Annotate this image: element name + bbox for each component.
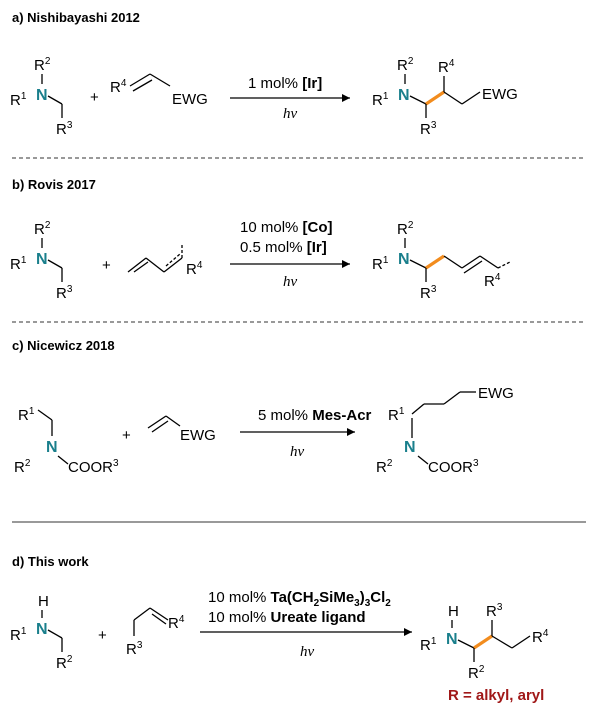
svg-text:R3: R3 <box>486 602 503 620</box>
svg-text:R2: R2 <box>397 220 414 238</box>
condition-d: hν <box>300 644 315 660</box>
condition-a: hν <box>283 106 298 122</box>
catalyst-d-line2: 10 mol% Ureate ligand <box>208 609 366 626</box>
product-c: R1 EWG N R2 COOR3 <box>376 385 514 476</box>
svg-text:H: H <box>38 593 49 610</box>
svg-text:R3: R3 <box>56 120 73 138</box>
svg-text:R2: R2 <box>56 654 73 672</box>
product-b: R2 R1 N R3 R4 <box>372 220 511 302</box>
nitrogen-atom: N <box>36 87 48 104</box>
svg-text:N: N <box>46 439 58 456</box>
alkene-reactant-d: R4 R3 <box>126 607 185 658</box>
svg-text:COOR3: COOR3 <box>428 458 479 476</box>
section-a-title: a) Nishibayashi 2012 <box>12 10 140 25</box>
svg-text:R2: R2 <box>468 664 485 682</box>
svg-text:R3: R3 <box>126 640 143 658</box>
svg-text:R1: R1 <box>18 406 35 424</box>
svg-text:R1: R1 <box>372 255 389 273</box>
svg-text:N: N <box>398 87 410 104</box>
catalyst-a-line1: 1 mol% [Ir] <box>248 75 322 92</box>
svg-text:EWG: EWG <box>172 91 208 108</box>
svg-text:R4: R4 <box>110 78 127 96</box>
svg-text:R2: R2 <box>34 56 51 74</box>
catalyst-b-line2: 0.5 mol% [Ir] <box>240 239 327 256</box>
svg-text:+: + <box>122 427 131 444</box>
amine-reactant-a: R2 R1 N R3 <box>10 56 73 138</box>
svg-text:R2: R2 <box>14 458 31 476</box>
svg-text:N: N <box>36 251 48 268</box>
product-a: R2 R1 N R3 R4 EWG <box>372 56 518 138</box>
svg-text:+: + <box>102 257 111 274</box>
catalyst-c-line1: 5 mol% Mes-Acr <box>258 407 372 424</box>
svg-text:+: + <box>98 627 107 644</box>
section-c-title: c) Nicewicz 2018 <box>12 338 115 353</box>
svg-text:EWG: EWG <box>478 385 514 402</box>
svg-text:R4: R4 <box>484 272 501 290</box>
plus-sign: + <box>90 89 99 106</box>
svg-text:R4: R4 <box>168 614 185 632</box>
svg-text:N: N <box>398 251 410 268</box>
svg-text:N: N <box>404 439 416 456</box>
svg-text:R4: R4 <box>186 260 203 278</box>
svg-text:R1: R1 <box>10 91 27 109</box>
svg-text:R2: R2 <box>376 458 393 476</box>
svg-text:R1: R1 <box>10 255 27 273</box>
svg-text:R4: R4 <box>532 628 549 646</box>
svg-text:R1: R1 <box>372 91 389 109</box>
svg-text:N: N <box>446 631 458 648</box>
svg-text:H: H <box>448 603 459 620</box>
condition-b: hν <box>283 274 298 290</box>
svg-text:EWG: EWG <box>180 427 216 444</box>
diene-reactant-b: R4 <box>127 244 203 278</box>
catalyst-d-line1: 10 mol% Ta(CH2SiMe3)3Cl2 <box>208 589 391 609</box>
svg-text:R3: R3 <box>420 284 437 302</box>
svg-text:R2: R2 <box>34 220 51 238</box>
condition-c: hν <box>290 444 305 460</box>
svg-text:R3: R3 <box>56 284 73 302</box>
product-d: H R1 N R2 R3 R4 <box>420 602 549 682</box>
svg-text:R2: R2 <box>397 56 414 74</box>
carbamate-reactant-c: R1 N R2 COOR3 <box>14 406 119 476</box>
alkene-reactant-a: R4 EWG <box>110 73 208 108</box>
section-b-title: b) Rovis 2017 <box>12 177 96 192</box>
svg-text:COOR3: COOR3 <box>68 458 119 476</box>
scope-note: R = alkyl, aryl <box>448 687 544 704</box>
amine-reactant-d: H R1 N R2 <box>10 593 73 672</box>
section-d-title: d) This work <box>12 554 89 569</box>
svg-text:R1: R1 <box>10 626 27 644</box>
svg-text:R4: R4 <box>438 58 455 76</box>
catalyst-b-line1: 10 mol% [Co] <box>240 219 333 236</box>
amine-reactant-b: R2 R1 N R3 <box>10 220 73 302</box>
svg-text:EWG: EWG <box>482 86 518 103</box>
alkene-reactant-c: EWG <box>147 415 216 444</box>
svg-text:N: N <box>36 621 48 638</box>
svg-text:R3: R3 <box>420 120 437 138</box>
svg-text:R1: R1 <box>420 636 437 654</box>
svg-text:R1: R1 <box>388 406 405 424</box>
